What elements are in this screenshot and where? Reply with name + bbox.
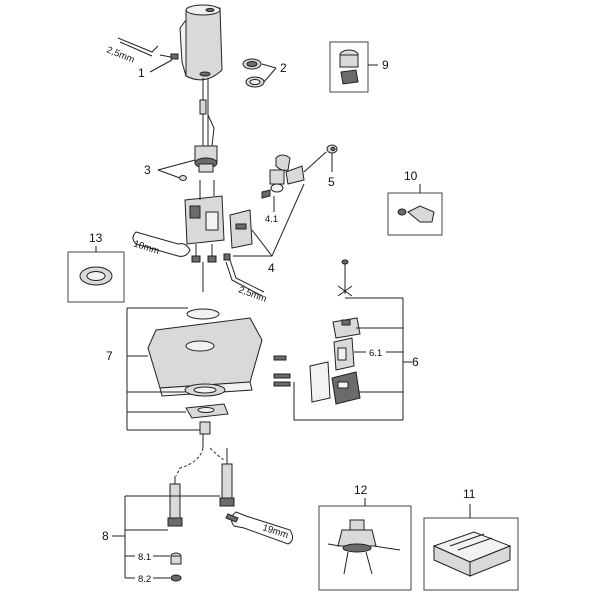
spanner-mid: 10mm [132, 231, 191, 257]
spanner-bottom-label: 19mm [261, 522, 290, 541]
hex-key-mid: 2,5mm [223, 253, 268, 305]
part-5-cap: 5 [326, 144, 338, 189]
part-13-box: 13 [67, 231, 125, 303]
part-6-electronics: 6.1 6 [273, 259, 419, 421]
part-3-valve: 3 [144, 145, 218, 181]
callout-6-1: 6.1 [369, 348, 382, 359]
hex-key-top: 2,5mm [105, 37, 177, 66]
part-12-box: 12 [318, 483, 412, 591]
part-10-box: 10 [387, 169, 443, 236]
callout-6: 6 [412, 355, 419, 369]
callout-2: 2 [280, 61, 287, 75]
callout-7: 7 [106, 349, 113, 363]
spanner-mid-label: 10mm [132, 238, 161, 257]
callout-8: 8 [102, 529, 109, 543]
part-8-connectors: 8.1 8.2 8 [102, 495, 220, 585]
callout-10: 10 [404, 169, 418, 183]
hex-key-mid-label: 2,5mm [237, 284, 268, 304]
spanner-bottom: 19mm [225, 511, 294, 545]
sensor-cable [199, 78, 215, 147]
control-body [184, 180, 225, 292]
callout-12: 12 [354, 483, 368, 497]
part-1-set-screw: 1 [138, 53, 179, 80]
callout-8-1: 8.1 [138, 552, 151, 563]
callout-5: 5 [328, 175, 335, 189]
part-9-box: 9 [329, 41, 389, 93]
callout-4: 4 [268, 261, 275, 275]
flexible-hoses [167, 447, 235, 527]
callout-11: 11 [463, 487, 476, 501]
callout-8-2: 8.2 [138, 574, 151, 585]
callout-4-1: 4.1 [265, 214, 278, 225]
callout-3: 3 [144, 163, 151, 177]
callout-13: 13 [89, 231, 103, 245]
part-2-aerator: 2 [242, 58, 287, 88]
callout-1: 1 [138, 66, 145, 80]
callout-9: 9 [382, 58, 389, 72]
part-4-mixer: 4.1 4 [229, 151, 327, 275]
hex-key-top-label: 2,5mm [105, 45, 136, 66]
part-7-basin: 7 [106, 307, 263, 448]
tap-body [179, 4, 223, 81]
part-11-box: 11 [423, 487, 519, 591]
